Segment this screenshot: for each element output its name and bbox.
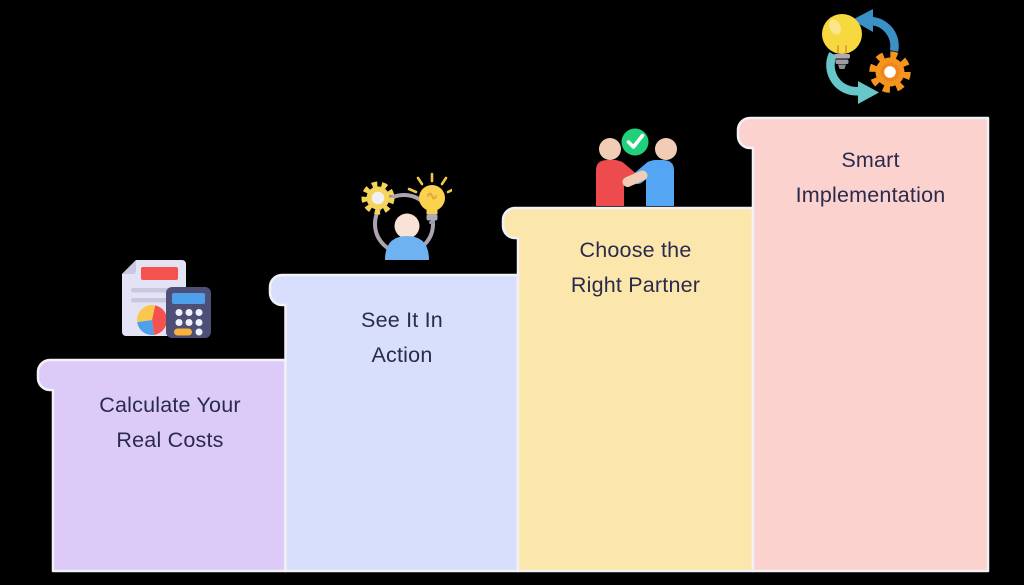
lightbulb-shape [822,14,862,69]
step-label-2-line-1: See It In [361,308,443,332]
handshake-approval-icon [596,128,677,206]
document-red-header [141,267,178,280]
pie-chart-shape [137,305,167,335]
calculator-orange-key [174,328,192,336]
lightbulb-shape [407,172,452,224]
step-label-2-line-2: Action [371,343,433,367]
check-badge [621,128,649,156]
gear-shape [361,181,395,215]
gear-shape [869,51,911,93]
step-label-3: Choose the Right Partner [518,233,753,303]
calculator-shape [166,287,211,338]
right-person-shape [632,138,677,206]
person-shape [385,213,429,260]
report-calculator-icon [122,260,211,338]
step-label-3-line-1: Choose the [579,238,692,262]
step-bar-1 [36,358,287,573]
step-label-1: Calculate Your Real Costs [54,388,286,458]
step-label-1-line-2: Real Costs [116,428,224,452]
step-label-3-line-2: Right Partner [570,273,701,297]
cycle-arrow-up-icon [852,9,899,52]
step-bar-2 [268,273,520,573]
cycle-arrow-down-icon [826,52,879,104]
step-bar-4 [736,116,990,573]
step-label-4-line-1: Smart [841,148,900,172]
idea-gear-cycle-icon [822,9,911,104]
clasped-hands-shape [622,170,648,187]
step-label-4-line-2: Implementation [795,183,946,207]
step-label-2: See It In Action [286,303,518,373]
step-label-4: Smart Implementation [753,143,988,213]
person-idea-icon [361,172,452,260]
step-label-1-line-1: Calculate Your [99,393,241,417]
step-bar-3 [501,206,755,573]
